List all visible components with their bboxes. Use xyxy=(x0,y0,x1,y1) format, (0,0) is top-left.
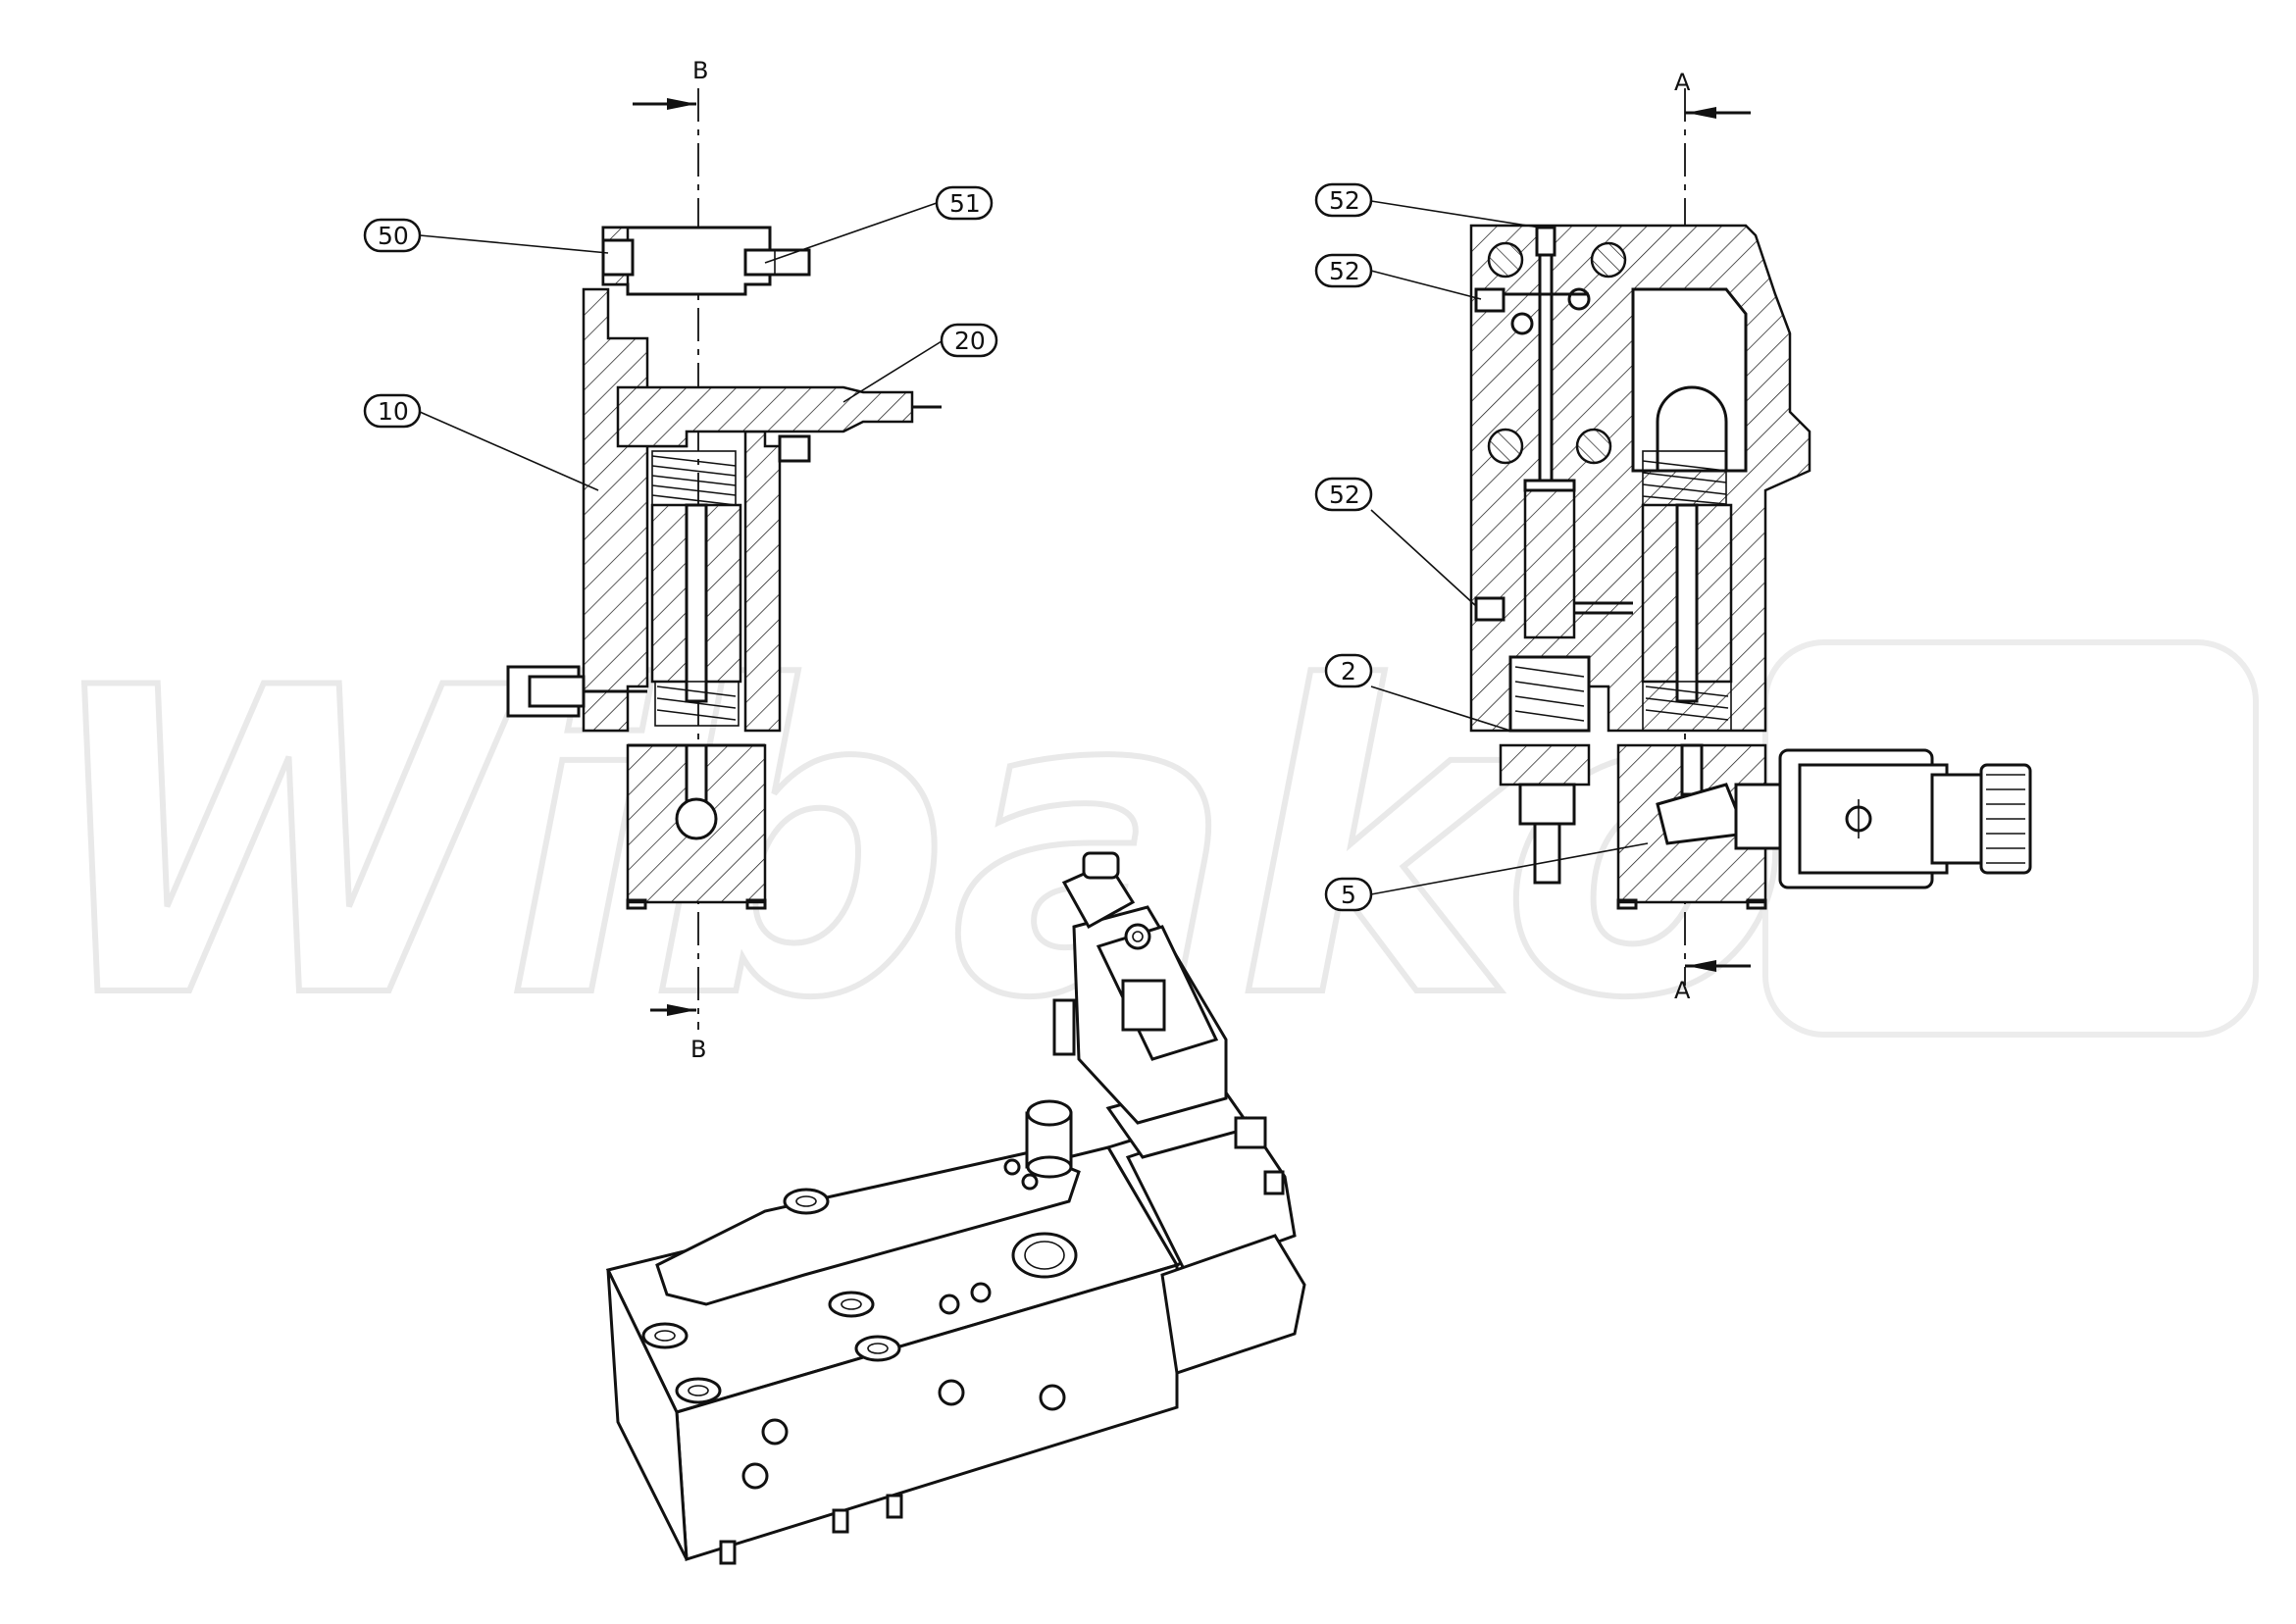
callout-2-text: 2 xyxy=(1341,657,1356,685)
section-label-a-top: A xyxy=(1674,69,1691,96)
callout-50-text: 50 xyxy=(378,222,409,250)
isometric-view xyxy=(605,851,1306,1565)
callout-20 xyxy=(940,323,998,358)
plug-52-b xyxy=(1535,226,1556,257)
housing-right-wall xyxy=(743,430,782,733)
channel xyxy=(1538,226,1554,484)
iso-pins xyxy=(719,1494,903,1565)
section-label-b-top: B xyxy=(692,57,708,84)
leader-52-b xyxy=(1370,270,1482,300)
iso-solenoid xyxy=(1052,851,1306,1375)
spring-bottom-left xyxy=(654,681,740,727)
lever-shaft-20 xyxy=(616,385,914,448)
callout-52-c xyxy=(1314,477,1373,512)
arrowhead-b-top xyxy=(667,98,696,110)
plug-52-c xyxy=(1474,596,1505,622)
arrowhead-a-bottom xyxy=(1687,960,1716,972)
callout-52-b xyxy=(1314,253,1373,288)
callout-2 xyxy=(1324,653,1373,688)
iso-side-face xyxy=(606,1269,689,1560)
spool-stem xyxy=(685,503,708,703)
leader-5 xyxy=(1370,842,1649,895)
set-screw-51 xyxy=(743,248,811,277)
small-screw xyxy=(778,434,811,463)
callout-5 xyxy=(1324,877,1373,912)
leader-50 xyxy=(419,234,609,254)
section-view-left: B B xyxy=(506,57,942,1063)
iso-raised-slot xyxy=(655,1150,1081,1306)
adjust-stem xyxy=(1533,822,1561,885)
callout-52-a-text: 52 xyxy=(1329,186,1360,215)
spring-left xyxy=(651,450,737,506)
leader-2 xyxy=(1370,685,1511,732)
iso-cylinder xyxy=(1025,1099,1073,1179)
iso-screws xyxy=(641,1188,901,1404)
callout-20-text: 20 xyxy=(954,327,986,355)
solenoid-right xyxy=(1734,748,2032,889)
pin-50 xyxy=(601,238,635,277)
leader-52-a xyxy=(1370,200,1541,228)
callout-50 xyxy=(363,218,422,253)
callout-52-c-text: 52 xyxy=(1329,481,1360,509)
leader-20 xyxy=(842,340,943,403)
spring-assembly-2 xyxy=(1508,655,1591,733)
callouts-right: 52 52 52 2 5 xyxy=(1314,182,1649,912)
piston-left xyxy=(1523,479,1576,639)
callout-5-text: 5 xyxy=(1341,881,1356,909)
callout-52-b-text: 52 xyxy=(1329,257,1360,285)
callout-52-a xyxy=(1314,182,1373,218)
callouts-left: 50 51 20 10 xyxy=(363,185,998,491)
section-label-a-bottom: A xyxy=(1674,977,1691,1004)
bottom-block-2 xyxy=(1499,743,1591,787)
section-view-right: A A xyxy=(1469,69,2032,1004)
section-label-b-bottom: B xyxy=(690,1036,706,1063)
callout-10 xyxy=(363,393,422,429)
callout-51-text: 51 xyxy=(949,189,981,218)
callout-10-text: 10 xyxy=(378,397,409,426)
leader-51 xyxy=(764,202,938,264)
iso-holes xyxy=(741,1158,1078,1490)
leader-52-c xyxy=(1370,509,1477,607)
leader-10 xyxy=(419,411,599,491)
callout-51 xyxy=(935,185,994,221)
plug-52-a xyxy=(1474,287,1505,313)
arrowhead-b-bottom xyxy=(667,1004,696,1016)
arrowhead-a-top xyxy=(1687,107,1716,119)
